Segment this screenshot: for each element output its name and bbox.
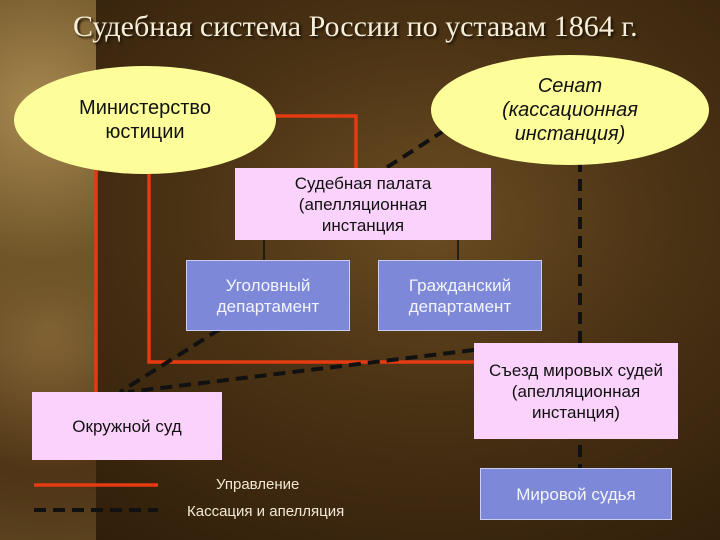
management-line-ministry-congress — [147, 160, 474, 364]
congress-of-justices-label: Съезд мировых судей (апелляционная инста… — [489, 360, 663, 422]
cassation-line-criminal-district — [118, 327, 222, 394]
district-court-box: Окружной суд — [32, 392, 222, 460]
criminal-department-box: Уголовный департамент — [186, 260, 350, 331]
civil-department-label: Гражданский департамент — [408, 275, 512, 316]
senate-oval: Сенат (кассационная инстанция) — [431, 55, 709, 165]
district-court-label: Окружной суд — [72, 416, 182, 436]
court-chamber-box: Судебная палата (апелляционная инстанция — [235, 168, 491, 240]
justice-of-peace-label: Мировой судья — [516, 484, 636, 504]
page-title: Судебная система России по уставам 1864 … — [73, 10, 638, 43]
legend-management-label: Управление — [216, 476, 300, 493]
management-line-ministry-chamber — [270, 114, 358, 168]
ministry-oval: Министерство юстиции — [14, 66, 276, 174]
criminal-department-label: Уголовный департамент — [216, 275, 320, 316]
cassation-line-senate-chamber — [384, 128, 447, 170]
court-chamber-label: Судебная палата (апелляционная инстанция — [294, 173, 432, 235]
legend-cassation-label: Кассация и апелляция — [187, 503, 345, 520]
senate-label: Сенат (кассационная инстанция) — [502, 75, 638, 145]
congress-of-justices-box: Съезд мировых судей (апелляционная инста… — [474, 343, 678, 439]
cassation-line-congress-district — [127, 348, 475, 394]
ministry-label: Министерство юстиции — [79, 97, 211, 143]
justice-of-peace-box: Мировой судья — [480, 468, 672, 520]
civil-department-box: Гражданский департамент — [378, 260, 542, 331]
